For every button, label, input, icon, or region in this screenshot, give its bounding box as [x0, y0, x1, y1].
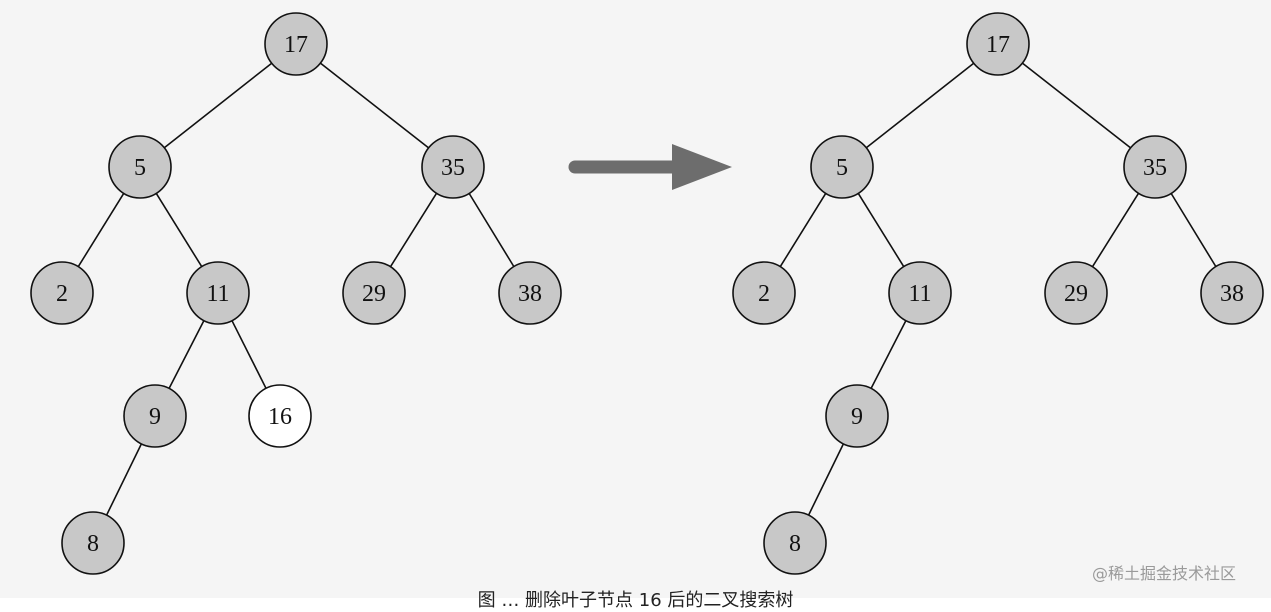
node-label: 9	[149, 404, 161, 430]
tree-node-removed: 16	[248, 384, 312, 448]
figure-caption: 图 … 删除叶子节点 16 后的二叉搜索树	[477, 590, 794, 611]
node-label: 5	[134, 155, 146, 181]
tree-before-edges	[77, 62, 515, 516]
tree-node: 29	[342, 261, 406, 325]
tree-edge	[468, 193, 515, 267]
node-circle	[498, 261, 562, 325]
node-label: 38	[1220, 281, 1244, 307]
tree-edge	[807, 443, 845, 516]
tree-edge	[105, 443, 143, 516]
tree-before: 17 5 35 2 11 29 38 9 16 8	[30, 12, 562, 575]
node-circle	[108, 135, 172, 199]
node-circle	[1200, 261, 1264, 325]
bst-deletion-diagram: 17 5 35 2 11 29 38 9 16 8 17 5 35 2 11 29 38 9 8	[30, 12, 1264, 575]
node-label: 17	[284, 32, 308, 58]
tree-after-edges	[779, 62, 1217, 516]
tree-edge	[168, 320, 205, 389]
node-label: 9	[851, 404, 863, 430]
tree-node: 2	[30, 261, 94, 325]
transition-arrow	[568, 144, 732, 190]
tree-edge	[389, 192, 438, 268]
node-circle	[421, 135, 485, 199]
tree-node: 17	[966, 12, 1030, 76]
node-circle	[186, 261, 250, 325]
node-circle	[825, 384, 889, 448]
node-label: 38	[518, 281, 542, 307]
tree-before-nodes: 17 5 35 2 11 29 38 9 16 8	[30, 12, 562, 575]
node-label: 29	[1064, 281, 1088, 307]
node-label: 35	[441, 155, 465, 181]
node-label: 2	[758, 281, 770, 307]
node-circle	[342, 261, 406, 325]
tree-edge	[319, 62, 430, 149]
tree-node: 5	[108, 135, 172, 199]
node-circle	[1044, 261, 1108, 325]
tree-after-nodes: 17 5 35 2 11 29 38 9 8	[732, 12, 1264, 575]
tree-node: 5	[810, 135, 874, 199]
tree-node: 11	[888, 261, 952, 325]
tree-edge	[77, 192, 125, 268]
tree-node: 38	[498, 261, 562, 325]
node-label: 17	[986, 32, 1010, 58]
node-circle	[810, 135, 874, 199]
node-label: 8	[87, 531, 99, 557]
tree-node: 17	[264, 12, 328, 76]
node-circle	[763, 511, 827, 575]
node-circle	[888, 261, 952, 325]
node-label: 5	[836, 155, 848, 181]
tree-edge	[1170, 193, 1217, 267]
node-label: 2	[56, 281, 68, 307]
tree-node: 11	[186, 261, 250, 325]
tree-node: 2	[732, 261, 796, 325]
node-circle	[966, 12, 1030, 76]
tree-edge	[870, 320, 907, 389]
tree-after: 17 5 35 2 11 29 38 9 8	[732, 12, 1264, 575]
tree-edge	[779, 192, 827, 268]
tree-edge	[1091, 192, 1140, 268]
watermark: @稀土掘金技术社区	[1092, 564, 1237, 583]
tree-edge	[1021, 62, 1132, 149]
tree-node: 29	[1044, 261, 1108, 325]
tree-edge	[857, 192, 905, 268]
tree-node: 38	[1200, 261, 1264, 325]
tree-edge	[865, 62, 975, 149]
node-label: 29	[362, 281, 386, 307]
node-label: 16	[268, 404, 292, 430]
tree-node: 35	[421, 135, 485, 199]
node-label: 35	[1143, 155, 1167, 181]
tree-node: 35	[1123, 135, 1187, 199]
node-label: 11	[206, 281, 229, 307]
node-circle	[123, 384, 187, 448]
tree-node: 9	[825, 384, 889, 448]
tree-edge	[231, 320, 267, 389]
node-circle	[264, 12, 328, 76]
node-circle	[732, 261, 796, 325]
node-circle	[61, 511, 125, 575]
node-circle	[248, 384, 312, 448]
node-label: 8	[789, 531, 801, 557]
tree-node: 9	[123, 384, 187, 448]
node-circle	[30, 261, 94, 325]
arrow-head-icon	[672, 144, 732, 190]
tree-edge	[163, 62, 273, 149]
tree-node: 8	[61, 511, 125, 575]
tree-node: 8	[763, 511, 827, 575]
tree-edge	[155, 192, 203, 268]
node-circle	[1123, 135, 1187, 199]
node-label: 11	[908, 281, 931, 307]
